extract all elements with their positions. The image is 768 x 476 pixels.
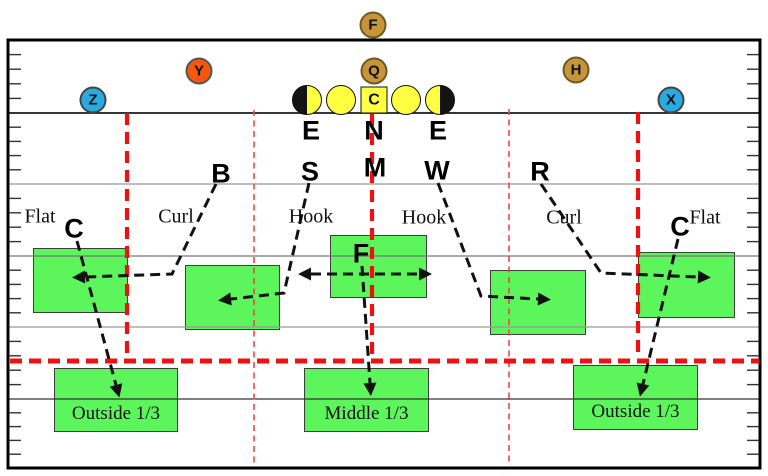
zone-box-deep-middle: Middle 1/3 [304,368,429,432]
drop-arrow-W-head [537,292,551,306]
drop-arrow-R [539,183,699,279]
zone-box-deep-left: Outside 1/3 [54,368,178,432]
drop-arrow-B [84,183,218,279]
drop-arrow-M-head [298,267,311,281]
zone-box-label: Middle 1/3 [324,403,409,424]
zone-box-deep-right: Outside 1/3 [573,365,698,430]
drop-arrow-S [230,182,311,301]
zone-box-hook-middle [330,235,427,298]
drop-arrow-S-head [218,292,232,306]
drop-arrow-C-right-head [636,382,650,397]
zone-box-label: Outside 1/3 [71,403,161,424]
zone-box-label: Outside 1/3 [591,401,680,422]
drop-arrow-M-head [419,267,432,281]
field-border [6,38,762,470]
drop-arrow-C-right [641,238,680,385]
drop-arrow-F [360,265,372,384]
drop-arrow-W [436,182,539,301]
drop-arrow-C-left [75,240,118,386]
drop-arrow-B-head [72,270,86,284]
drop-arrow-R-head [697,270,711,284]
drop-arrow-C-left-head [109,383,123,398]
drop-arrow-F-head [363,382,377,396]
